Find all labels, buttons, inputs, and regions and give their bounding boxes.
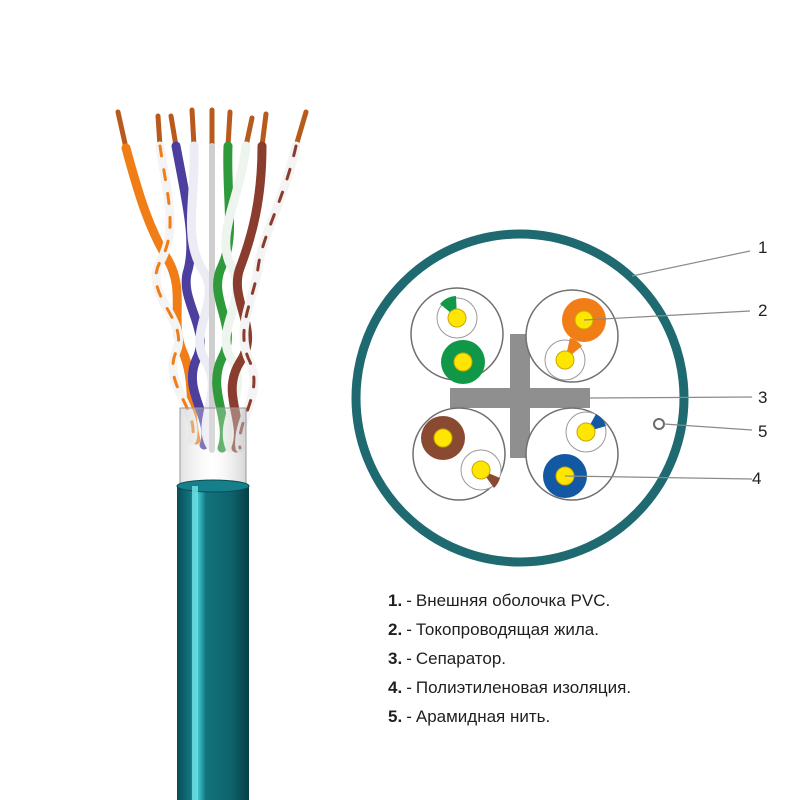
cable-jacket: [176, 479, 250, 800]
legend-item: 1.-Внешняя оболочка PVC.: [388, 586, 788, 615]
callout-4: 4: [752, 469, 762, 488]
core: [447, 308, 467, 328]
cross-section: [351, 229, 753, 567]
twisted-pairs: [121, 141, 301, 453]
separator-cross: [450, 334, 590, 458]
legend-dash: -: [406, 649, 412, 668]
legend-dash: -: [406, 707, 412, 726]
legend-dash: -: [406, 591, 412, 610]
callout-3: 3: [758, 388, 768, 407]
copper-wire-ends: [115, 107, 309, 151]
legend: 1.-Внешняя оболочка PVC. 2.-Токопроводящ…: [388, 586, 788, 731]
leader-lines: [564, 250, 753, 480]
aramid-thread: [653, 418, 665, 430]
cable-illustration: [115, 107, 309, 800]
callout-2: 2: [758, 301, 768, 320]
legend-number: 5.: [388, 707, 403, 726]
legend-number: 3.: [388, 649, 403, 668]
legend-number: 4.: [388, 678, 403, 697]
pair-bottom-left: [412, 407, 506, 501]
legend-number: 2.: [388, 620, 403, 639]
legend-text: Арамидная нить.: [415, 707, 551, 726]
callout-1: 1: [758, 238, 768, 257]
legend-item: 5.-Арамидная нить.: [388, 702, 788, 731]
legend-text: Токопроводящая жила.: [415, 620, 599, 639]
pair-top-right: [525, 289, 619, 383]
callout-5: 5: [758, 422, 768, 441]
legend-text: Внешняя оболочка PVC.: [415, 591, 611, 610]
legend-item: 4.-Полиэтиленовая изоляция.: [388, 673, 788, 702]
legend-text: Сепаратор.: [415, 649, 507, 668]
legend-item: 2.-Токопроводящая жила.: [388, 615, 788, 644]
legend-text: Полиэтиленовая изоляция.: [415, 678, 632, 697]
legend-dash: -: [406, 678, 412, 697]
legend-dash: -: [406, 620, 412, 639]
legend-number: 1.: [388, 591, 403, 610]
pair-bottom-right: [525, 407, 619, 501]
legend-item: 3.-Сепаратор.: [388, 644, 788, 673]
pair-top-left: [410, 287, 504, 384]
foil-shield: [179, 407, 247, 487]
